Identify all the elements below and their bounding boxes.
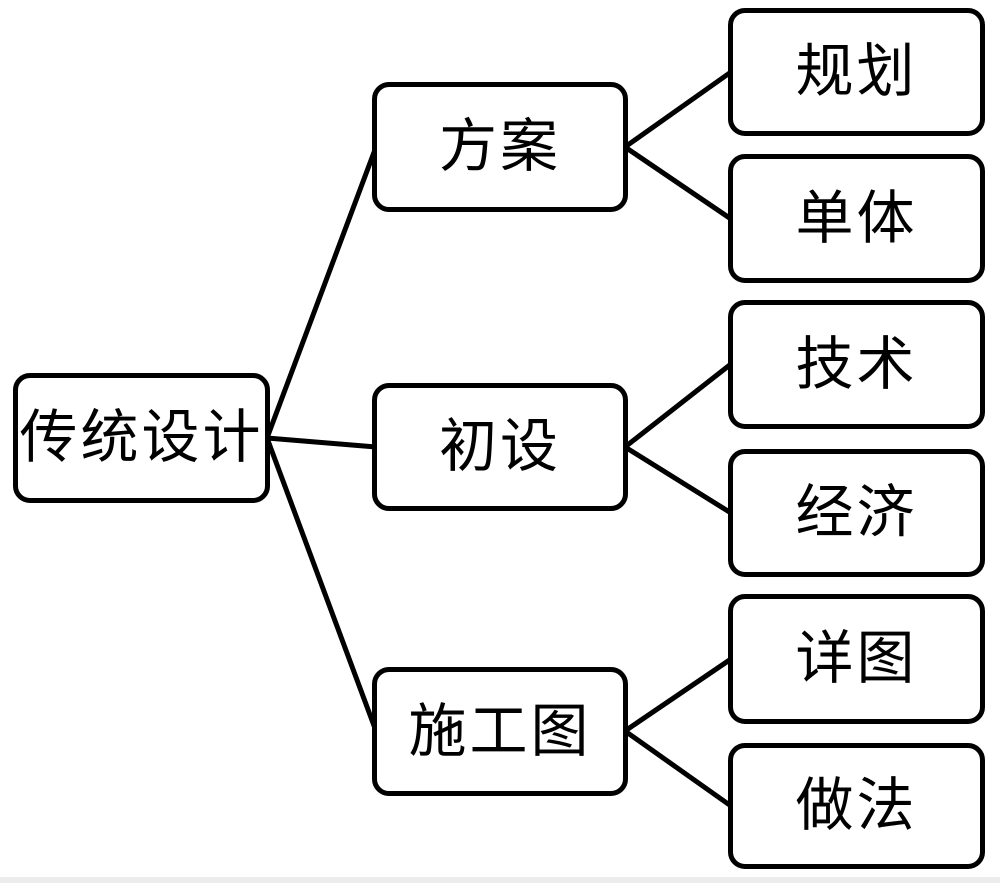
scan-edge-strip (0, 877, 1000, 883)
connector-root-preliminary (264, 435, 379, 450)
connector-construction-method (622, 728, 734, 809)
connector-scheme-unit (622, 144, 734, 222)
node-traditional-design: 传统设计 (13, 373, 270, 503)
node-construction-drawing: 施工图 (372, 667, 628, 796)
node-preliminary-design: 初设 (372, 383, 628, 511)
node-method: 做法 (728, 743, 985, 869)
connector-root-scheme (264, 144, 379, 441)
connector-scheme-planning (622, 69, 734, 150)
node-planning: 规划 (728, 8, 985, 136)
node-technology: 技术 (728, 300, 985, 429)
connector-preliminary-economy (622, 444, 734, 516)
node-economy: 经济 (728, 449, 985, 577)
connector-root-construction (264, 435, 379, 734)
node-detail-drawing: 详图 (728, 594, 985, 724)
node-scheme: 方案 (372, 82, 628, 212)
node-unit: 单体 (728, 154, 985, 283)
connector-construction-detail (622, 656, 734, 734)
connector-preliminary-technology (622, 361, 734, 450)
